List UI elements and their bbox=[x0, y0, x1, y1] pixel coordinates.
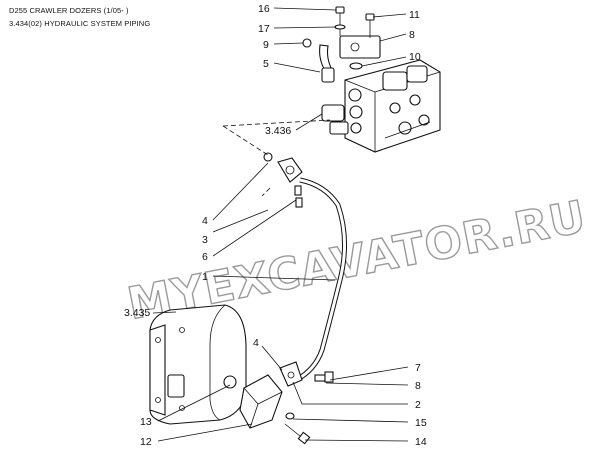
callout-9: 9 bbox=[263, 39, 269, 51]
callout-13: 13 bbox=[140, 416, 152, 428]
upper-flange bbox=[263, 152, 303, 208]
bolt-16 bbox=[334, 6, 346, 36]
callout-5: 5 bbox=[263, 58, 269, 70]
callout-17: 17 bbox=[258, 23, 270, 35]
drawing-title: D255 CRAWLER DOZERS (1/05- ) bbox=[9, 6, 129, 15]
callout-12: 12 bbox=[140, 436, 152, 448]
hydraulic-pump bbox=[149, 304, 247, 425]
callout-4-lower: 4 bbox=[253, 337, 259, 349]
callout-3436: 3.436 bbox=[265, 125, 291, 137]
bolt-11 bbox=[365, 13, 375, 38]
control-valve-assembly bbox=[321, 59, 441, 153]
callout-1: 1 bbox=[202, 271, 208, 283]
callout-15: 15 bbox=[415, 417, 427, 429]
callout-8-bottom: 8 bbox=[415, 380, 421, 392]
callout-7: 7 bbox=[415, 362, 421, 374]
manifold-fitting bbox=[319, 35, 381, 83]
dashed-line bbox=[222, 119, 331, 127]
flange-block-12 bbox=[239, 374, 283, 429]
callout-8-top: 8 bbox=[409, 29, 415, 41]
callout-14: 14 bbox=[415, 436, 427, 448]
drawing-subtitle: 3.434(02) HYDRAULIC SYSTEM PIPING bbox=[9, 19, 151, 28]
bolt-14 bbox=[284, 423, 311, 445]
washer-15 bbox=[285, 412, 295, 420]
callout-4-upper: 4 bbox=[202, 215, 208, 227]
callout-3: 3 bbox=[202, 234, 208, 246]
o-ring-10 bbox=[349, 62, 363, 70]
callout-11: 11 bbox=[409, 9, 420, 21]
leader-lines bbox=[152, 7, 409, 442]
callout-3435: 3.435 bbox=[124, 307, 150, 319]
callout-2: 2 bbox=[415, 399, 421, 411]
lower-flange bbox=[279, 361, 334, 387]
callout-16: 16 bbox=[258, 3, 270, 15]
callout-6: 6 bbox=[202, 251, 208, 263]
o-ring-9 bbox=[302, 38, 312, 48]
callout-10: 10 bbox=[409, 51, 421, 63]
